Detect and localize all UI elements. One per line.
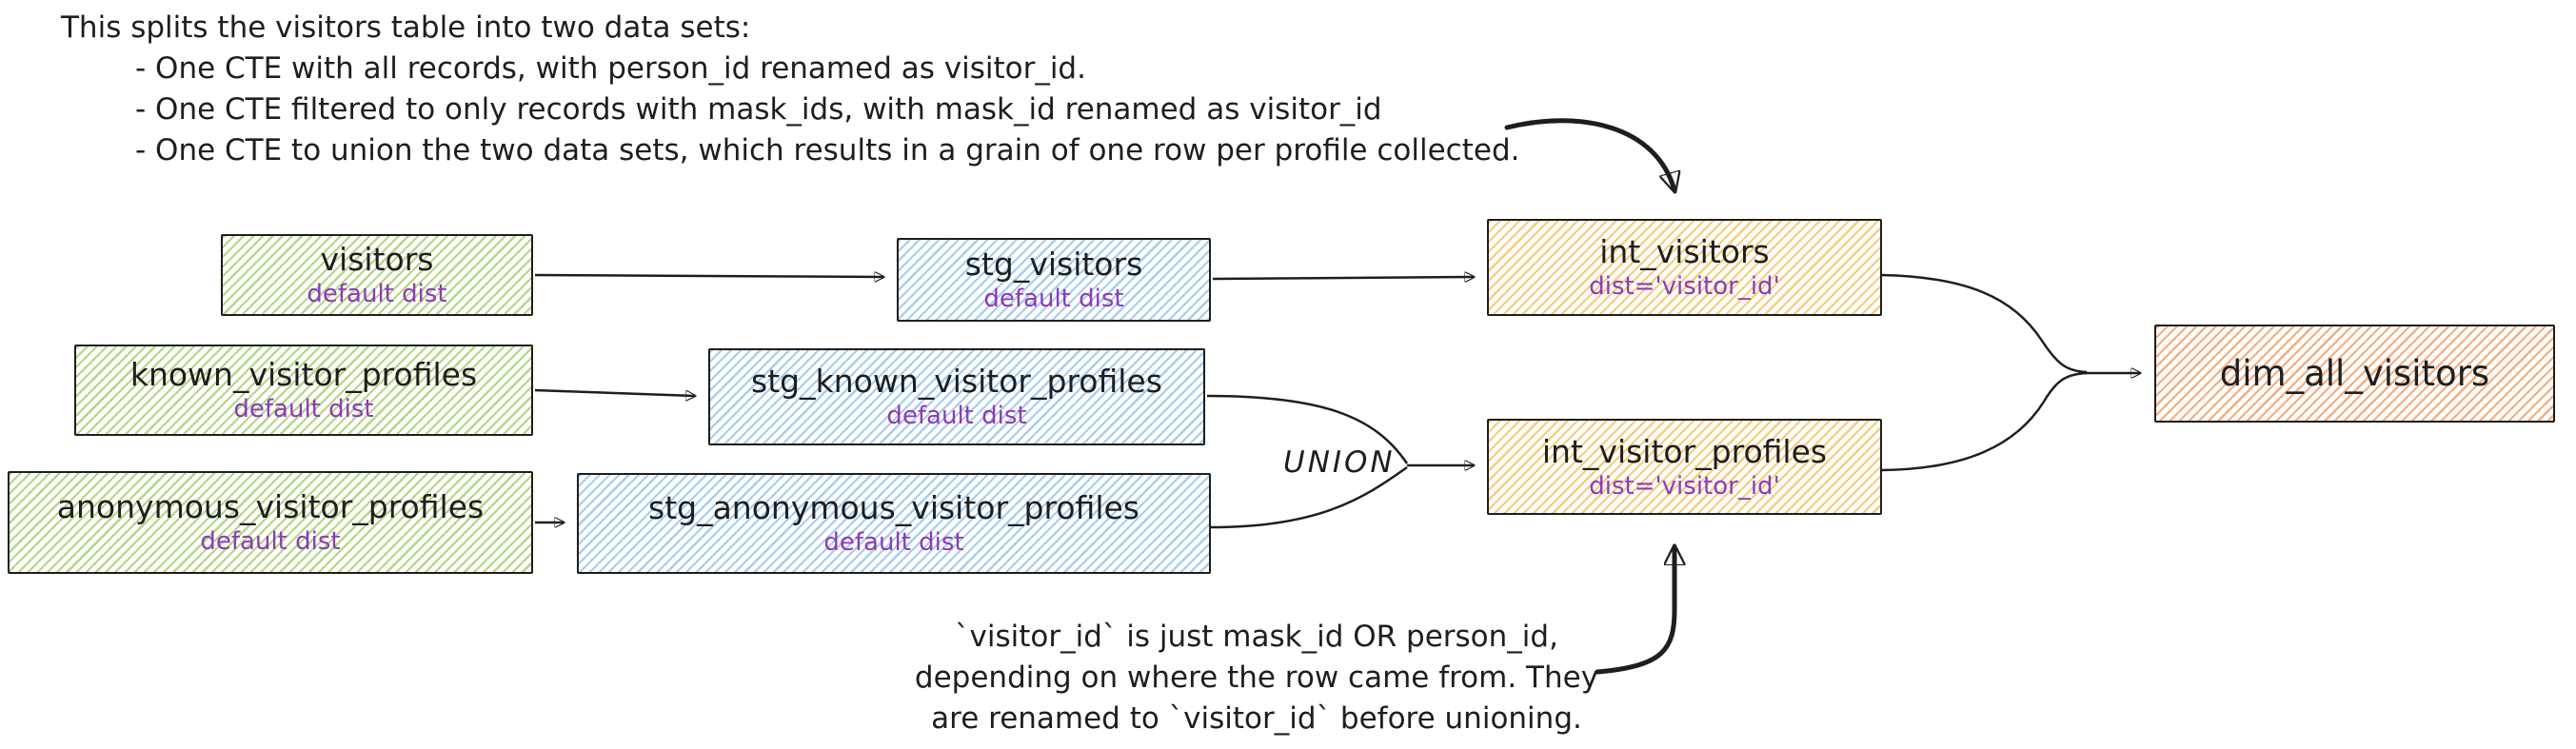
node-stg-visitors[interactable]: stg_visitors default dist: [897, 238, 1211, 322]
node-known-visitor-profiles[interactable]: known_visitor_profiles default dist: [74, 345, 533, 436]
top-note: This splits the visitors table into two …: [61, 8, 1519, 171]
node-title: known_visitor_profiles: [129, 356, 478, 393]
union-label: UNION: [1283, 445, 1396, 480]
node-stg-known-visitor-profiles[interactable]: stg_known_visitor_profiles default dist: [708, 348, 1205, 445]
node-subtitle: default dist: [233, 395, 374, 424]
node-title: dim_all_visitors: [2219, 352, 2490, 394]
node-anonymous-visitor-profiles[interactable]: anonymous_visitor_profiles default dist: [8, 471, 533, 574]
node-dim-all-visitors[interactable]: dim_all_visitors: [2154, 325, 2555, 423]
node-title: int_visitor_profiles: [1541, 432, 1828, 470]
node-subtitle: default dist: [823, 528, 964, 557]
arrow-known-to-stg-known: [534, 388, 695, 396]
node-subtitle: default dist: [886, 402, 1027, 430]
node-subtitle: dist='visitor_id': [1589, 272, 1780, 301]
bottom-note-line-3: are renamed to `visitor_id` before union…: [931, 701, 1582, 736]
arrow-stg-visitors-to-int-visitors: [1212, 277, 1474, 279]
bottom-note-line-2: depending on where the row came from. Th…: [914, 660, 1599, 695]
arrow-visitors-to-stg-visitors: [534, 275, 883, 277]
node-subtitle: default dist: [200, 527, 341, 556]
node-int-visitor-profiles[interactable]: int_visitor_profiles dist='visitor_id': [1487, 419, 1882, 515]
node-title: visitors: [320, 241, 434, 278]
node-visitors[interactable]: visitors default dist: [221, 234, 533, 316]
curve-int-visitors-to-merge: [1881, 273, 2088, 374]
node-subtitle: dist='visitor_id': [1589, 471, 1780, 501]
node-title: anonymous_visitor_profiles: [56, 488, 485, 525]
node-subtitle: default dist: [307, 280, 447, 308]
top-note-intro: This splits the visitors table into two …: [61, 10, 751, 45]
node-stg-anonymous-visitor-profiles[interactable]: stg_anonymous_visitor_profiles default d…: [577, 473, 1211, 574]
bottom-note-line-1: `visitor_id` is just mask_id OR person_i…: [955, 620, 1558, 654]
top-note-bullet-3: - One CTE to union the two data sets, wh…: [135, 133, 1520, 168]
curve-int-visitor-profiles-to-merge: [1881, 371, 2088, 472]
bottom-note: `visitor_id` is just mask_id OR person_i…: [895, 617, 1618, 739]
node-subtitle: default dist: [983, 285, 1124, 313]
node-int-visitors[interactable]: int_visitors dist='visitor_id': [1487, 219, 1882, 316]
top-note-bullet-2: - One CTE filtered to only records with …: [135, 92, 1382, 127]
node-title: int_visitors: [1599, 233, 1770, 270]
arrow-top-note-to-int-visitors: [1504, 118, 1674, 190]
node-title: stg_anonymous_visitor_profiles: [648, 489, 1139, 526]
top-note-bullet-1: - One CTE with all records, with person_…: [135, 51, 1086, 86]
node-title: stg_visitors: [964, 246, 1143, 283]
node-title: stg_known_visitor_profiles: [751, 363, 1162, 400]
